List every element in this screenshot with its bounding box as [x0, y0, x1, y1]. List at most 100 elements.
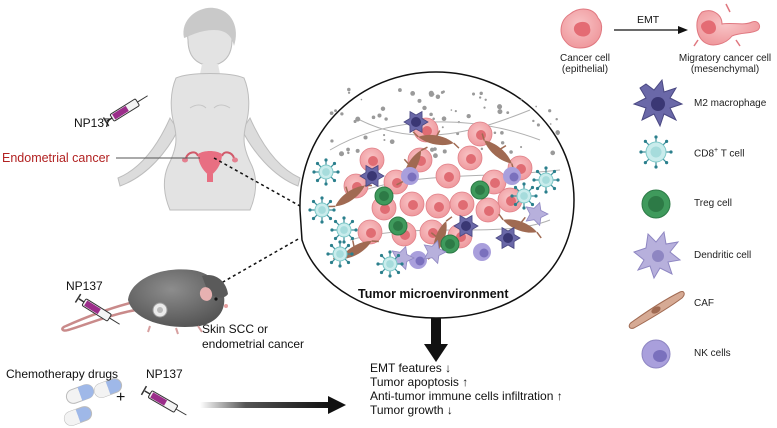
dashed-connector-top: [213, 157, 301, 207]
m2-macrophage: [495, 226, 521, 250]
speckle: [422, 105, 427, 111]
m2-macrophage-legend-icon: [632, 78, 684, 128]
nk-cell: [409, 251, 427, 269]
cancer-cell: [359, 147, 385, 173]
speckle: [548, 109, 552, 113]
speckle: [329, 111, 334, 116]
speckle: [555, 130, 560, 135]
tme-title: Tumor microenvironment: [358, 287, 509, 301]
speckle: [497, 104, 503, 110]
speckle: [428, 90, 434, 96]
treg-cell: [470, 180, 490, 200]
nk-cell-legend-icon: [641, 339, 671, 369]
speckle: [536, 123, 540, 127]
syringe-icon: [102, 95, 148, 127]
speckle: [338, 151, 345, 157]
speckle: [466, 113, 471, 119]
speckle: [520, 98, 522, 101]
nk-cell: [473, 243, 491, 261]
dendritic-cell: [525, 201, 549, 227]
speckle: [347, 87, 351, 92]
cd8-t-cell-shape: [639, 135, 673, 169]
m2-macrophage: [453, 214, 479, 238]
tme-down-arrow: [424, 318, 448, 362]
caf-legend-icon: [628, 291, 685, 329]
caf-cell: [481, 133, 515, 171]
caf-cell: [498, 213, 542, 239]
speckle: [346, 147, 350, 152]
outcome-emt: EMT features ↓: [370, 361, 452, 375]
legend-nk-label: NK cells: [694, 348, 731, 359]
cancer-cell: [449, 191, 475, 217]
cd8-t-cell: [312, 158, 340, 186]
cancer-cell: [357, 219, 383, 245]
migratory-caption-line-2: (mesenchymal): [690, 64, 760, 75]
legend-cd8-sup: +: [714, 147, 719, 154]
treg-cell: [374, 186, 394, 206]
speckle: [506, 111, 510, 115]
speckle: [497, 109, 503, 115]
speckle: [384, 117, 388, 121]
cd8-t-cell: [308, 196, 336, 224]
speckle: [435, 94, 441, 99]
migratory-cancer-cell-icon: [693, 3, 761, 47]
speckle: [454, 110, 457, 113]
epithelial-caption-line-2: (epithelial): [561, 64, 609, 75]
treatment-arrow: [200, 396, 346, 414]
epithelial-caption-line-1: Cancer cell: [559, 53, 611, 64]
speckle: [429, 112, 433, 117]
speckle: [550, 150, 556, 156]
speckle: [500, 131, 504, 135]
epithelial-cell-caption: Cancer cell (epithelial): [555, 53, 615, 75]
speckle: [347, 151, 350, 155]
speckle: [440, 91, 444, 94]
m2-macrophage: [359, 164, 385, 188]
speckle: [417, 98, 422, 103]
cancer-cell: [435, 163, 461, 189]
mouse-caption: Skin SCC or endometrial cancer: [202, 322, 304, 352]
treg-cell-legend-icon: [641, 189, 671, 219]
nk-cell: [401, 167, 419, 185]
human-figure-icon: [117, 7, 301, 211]
cancer-cell: [425, 193, 451, 219]
speckle: [340, 112, 344, 116]
cancer-cell: [457, 145, 483, 171]
syringe-icon: [140, 385, 187, 416]
mouse-icon: [61, 269, 228, 335]
speckle: [334, 109, 337, 113]
cd8-t-cell: [330, 216, 358, 244]
speckle: [549, 123, 552, 125]
emt-arrow: [614, 26, 688, 34]
speckle: [363, 135, 368, 140]
speckle: [555, 117, 558, 121]
speckle: [442, 149, 447, 154]
speckle: [432, 117, 435, 121]
speckle: [433, 153, 438, 159]
legend-treg-label: Treg cell: [694, 198, 732, 209]
cd8-t-cell: [326, 240, 354, 268]
speckle: [355, 148, 360, 153]
speckle: [383, 138, 386, 142]
treg-cell: [388, 216, 408, 236]
speckle: [410, 91, 416, 96]
speckle: [484, 98, 487, 101]
speckle: [520, 145, 523, 149]
np137-label-human: NP137: [74, 116, 111, 130]
np137-label-mouse: NP137: [66, 279, 103, 293]
speckle: [478, 96, 482, 99]
dendritic-cell-legend-icon: [632, 230, 682, 280]
outcome-growth: Tumor growth ↓: [370, 403, 453, 417]
uterus-icon: [182, 151, 238, 182]
caf-cell: [412, 130, 460, 149]
migratory-cell-caption: Migratory cancer cell (mesenchymal): [674, 53, 776, 75]
tumor-microenvironment-circle: [299, 71, 575, 319]
speckle: [479, 91, 483, 96]
dendritic-cell: [423, 239, 447, 265]
speckle: [509, 150, 513, 154]
speckle: [441, 126, 444, 129]
legend-cd8-main: CD8: [694, 148, 715, 160]
speckle: [471, 92, 476, 96]
legend-m2-label: M2 macrophage: [694, 98, 767, 109]
speckle: [353, 119, 357, 124]
speckle: [360, 98, 363, 101]
